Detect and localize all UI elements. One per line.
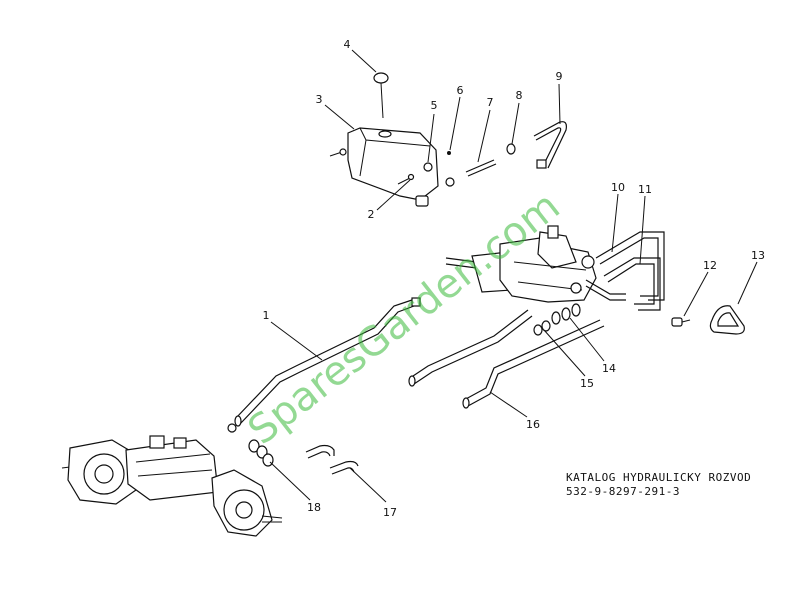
rear-axle-assembly [61, 435, 283, 537]
pressure-pipe [595, 231, 665, 301]
tank-washer [423, 162, 433, 172]
callout-9: 9 [556, 70, 563, 83]
callout-7: 7 [487, 96, 494, 109]
callout-18: 18 [307, 501, 321, 514]
callout-11: 11 [638, 183, 652, 196]
tank-pin [447, 151, 451, 155]
callout-16: 16 [526, 418, 540, 431]
callout-4: 4 [344, 38, 351, 51]
callout-15: 15 [580, 377, 594, 390]
callout-3: 3 [316, 93, 323, 106]
dipstick-cap [373, 72, 389, 119]
tank-hose [465, 159, 497, 177]
callout-1: 1 [263, 309, 270, 322]
callout-2: 2 [368, 208, 375, 221]
callout-6: 6 [457, 84, 464, 97]
o-rings [551, 303, 581, 325]
catalog-caption: KATALOG HYDRAULICKY ROZVOD 532-9-8297-29… [566, 471, 751, 498]
watermark: SparesGarden.com [240, 183, 569, 454]
callout-8: 8 [516, 89, 523, 102]
pipe-fitting [671, 317, 691, 327]
adapter-fittings [533, 320, 551, 336]
suction-hose-right [462, 319, 605, 409]
caption-part-number: 532-9-8297-291-3 [566, 485, 680, 498]
caption-title: KATALOG HYDRAULICKY ROZVOD [566, 471, 751, 484]
tank-fitting [445, 177, 455, 187]
hydrostatic-transmission [445, 225, 626, 303]
elbow-fittings [305, 444, 359, 475]
loop-hose [709, 305, 745, 335]
elbow-pipe [533, 121, 567, 169]
suction-hose-left [408, 309, 533, 387]
callout-13: 13 [751, 249, 765, 262]
long-hydraulic-pipe [234, 297, 421, 427]
tank-bolt [329, 148, 347, 157]
leader-lines [269, 49, 758, 503]
hose-clamp [506, 143, 516, 155]
return-pipe [603, 257, 661, 311]
hose-nipples [248, 439, 274, 467]
tank-screw [397, 173, 415, 185]
small-fitting [227, 423, 237, 433]
callout-14: 14 [602, 362, 616, 375]
callout-12: 12 [703, 259, 717, 272]
callout-10: 10 [611, 181, 625, 194]
callout-17: 17 [383, 506, 397, 519]
callout-numbers: 1 2 3 4 5 6 7 8 9 10 11 12 13 14 15 16 1… [263, 38, 766, 519]
callout-5: 5 [431, 99, 438, 112]
oil-tank [347, 127, 439, 207]
